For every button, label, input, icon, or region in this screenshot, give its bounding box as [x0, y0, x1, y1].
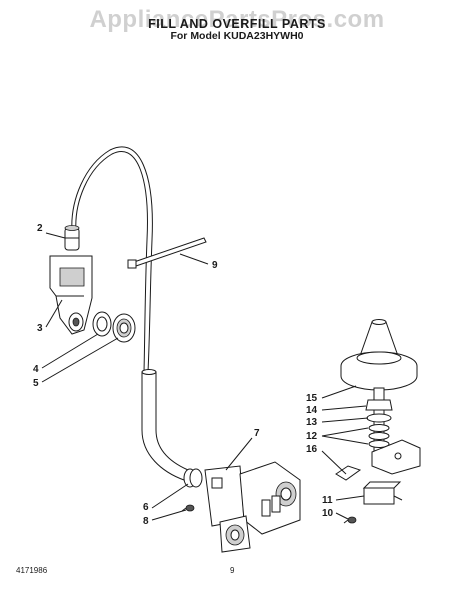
document-number: 4171986 — [16, 566, 48, 575]
model-subtitle: For Model KUDA23HYWH0 — [170, 30, 304, 42]
hose-clamp-part — [183, 468, 203, 488]
inlet-hose-part — [141, 369, 189, 481]
callout-7: 7 — [254, 428, 260, 439]
page-title: FILL AND OVERFILL PARTS — [148, 17, 326, 31]
callout-labels: 2 3 4 5 9 7 6 8 15 14 13 12 16 11 10 — [33, 223, 334, 527]
overfill-switch-part — [362, 481, 403, 505]
bracket-part — [49, 255, 93, 335]
float-switch-wire-inner — [75, 151, 148, 373]
callout-11: 11 — [322, 495, 333, 506]
page-number: 9 — [230, 566, 235, 575]
callout-16: 16 — [306, 444, 318, 455]
washer-part — [92, 311, 112, 337]
water-valve-part — [204, 461, 301, 553]
float-part — [340, 319, 418, 391]
callout-3: 3 — [37, 323, 43, 334]
switch-screw-part — [343, 516, 357, 524]
float-stem-part — [365, 387, 393, 455]
nut-part — [112, 313, 136, 343]
leader-lines — [41, 232, 369, 521]
callout-2: 2 — [37, 223, 43, 234]
callout-5: 5 — [33, 378, 39, 389]
callout-14: 14 — [306, 405, 318, 416]
callout-8: 8 — [143, 516, 149, 527]
callout-10: 10 — [322, 508, 334, 519]
callout-6: 6 — [143, 502, 149, 513]
watermark: AppliancePartsPros.com — [89, 6, 385, 33]
callout-12: 12 — [306, 431, 318, 442]
callout-13: 13 — [306, 417, 318, 428]
callout-15: 15 — [306, 393, 318, 404]
screw-part — [181, 504, 195, 512]
wire-tie-part — [127, 237, 207, 269]
float-lever-part — [335, 439, 421, 481]
float-switch-wire — [71, 146, 153, 373]
callout-4: 4 — [33, 364, 39, 375]
fill-switch-part — [64, 225, 80, 251]
callout-9: 9 — [212, 260, 218, 271]
